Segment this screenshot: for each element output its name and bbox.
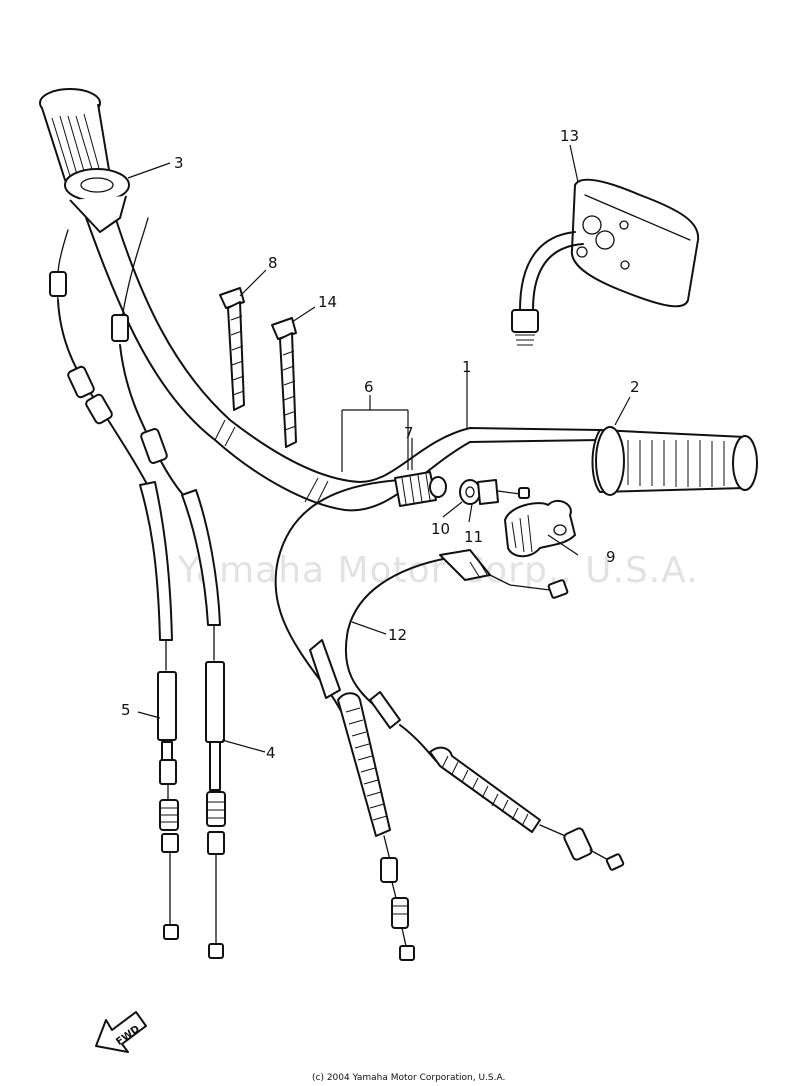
callout-12: 12 bbox=[388, 626, 407, 644]
cable-tie-14 bbox=[271, 317, 297, 448]
callout-9: 9 bbox=[606, 548, 616, 566]
locknut-10 bbox=[459, 479, 481, 505]
callout-13: 13 bbox=[560, 127, 579, 145]
callout-11: 11 bbox=[464, 528, 483, 546]
clutch-adjuster-7 bbox=[394, 471, 447, 507]
cable-12 bbox=[344, 549, 625, 871]
callout-5: 5 bbox=[121, 701, 131, 719]
callout-numbers: 1 2 3 4 5 6 7 8 9 10 11 12 13 14 bbox=[121, 127, 640, 762]
lever-boot-9 bbox=[504, 499, 576, 558]
cable-tie-8 bbox=[219, 287, 245, 411]
watermark: Yamaha Motor Corp., U.S.A. bbox=[177, 550, 699, 591]
callout-6: 6 bbox=[364, 378, 374, 396]
callout-leaders bbox=[127, 144, 631, 753]
adjuster-11 bbox=[477, 479, 530, 505]
callout-1: 1 bbox=[462, 358, 472, 376]
right-grip bbox=[591, 426, 758, 496]
copyright-notice: (c) 2004 Yamaha Motor Corporation, U.S.A… bbox=[312, 1073, 506, 1083]
throttle-cable-5 bbox=[49, 229, 179, 940]
clutch-cable-6 bbox=[274, 479, 415, 961]
callout-2: 2 bbox=[630, 378, 640, 396]
throttle-cable-4 bbox=[111, 217, 226, 959]
callout-4: 4 bbox=[266, 744, 276, 762]
left-grip bbox=[39, 88, 130, 233]
mirror bbox=[511, 178, 700, 346]
callout-3: 3 bbox=[174, 154, 184, 172]
callout-8: 8 bbox=[268, 254, 278, 272]
callout-7: 7 bbox=[404, 424, 414, 442]
callout-14: 14 bbox=[318, 293, 337, 311]
callout-10: 10 bbox=[431, 520, 450, 538]
fwd-arrow: FWD bbox=[95, 1011, 147, 1053]
